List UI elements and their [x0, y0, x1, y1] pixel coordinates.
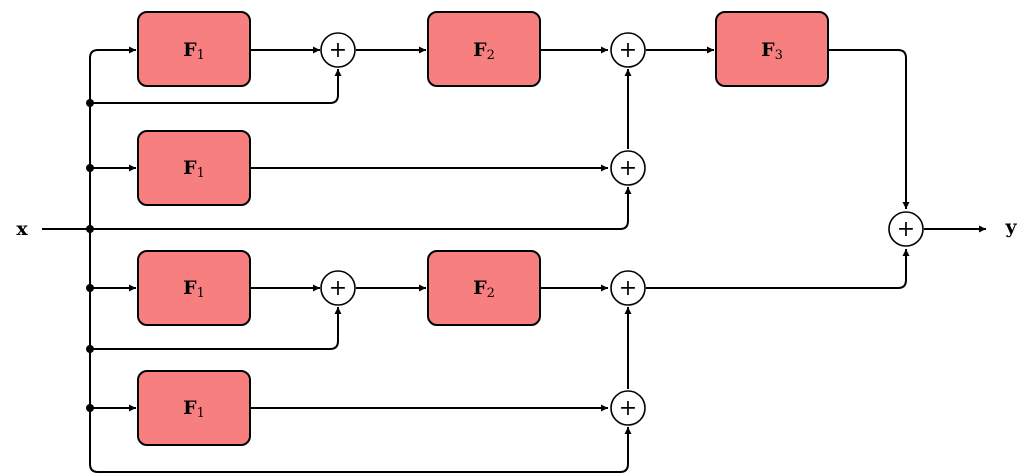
svg-text:+: +: [619, 38, 637, 63]
block-f1-row3: F1: [137, 250, 251, 326]
input-bus: [89, 58, 632, 473]
output-label: y: [1004, 216, 1017, 238]
sum-node: +: [610, 32, 646, 68]
wire-skip-sum4: [90, 307, 342, 350]
svg-text:F1: F1: [183, 39, 205, 63]
svg-text:F1: F1: [183, 277, 205, 301]
sum-node: +: [320, 32, 356, 68]
svg-text:F1: F1: [183, 157, 205, 181]
svg-text:+: +: [897, 217, 915, 242]
block-f1-row1: F1: [137, 11, 251, 87]
block-f1-row2: F1: [137, 130, 251, 206]
sum-node: +: [610, 150, 646, 186]
wire-skip-sum3: [90, 187, 632, 230]
sum-node: +: [320, 270, 356, 306]
junction-dot: [86, 225, 94, 233]
block-f1-row4: F1: [137, 370, 251, 446]
svg-text:+: +: [619, 156, 637, 181]
svg-text:+: +: [329, 38, 347, 63]
wire-sum5-out-sum: [646, 249, 910, 289]
junction-dot: [86, 345, 94, 353]
svg-text:F3: F3: [761, 39, 783, 63]
wire-skip-sum1: [90, 69, 342, 104]
svg-text:F1: F1: [183, 397, 205, 421]
svg-text:F2: F2: [473, 277, 495, 301]
svg-text:+: +: [619, 396, 637, 421]
svg-text:+: +: [329, 276, 347, 301]
sum-node-output: +: [888, 211, 924, 247]
sum-node: +: [610, 390, 646, 426]
junction-dot: [86, 404, 94, 412]
block-f2-row3: F2: [427, 250, 541, 326]
junction-dot: [86, 284, 94, 292]
bus-top-turn: [89, 46, 136, 59]
junction-dot: [86, 164, 94, 172]
block-f2-row1: F2: [427, 11, 541, 87]
svg-text:F2: F2: [473, 39, 495, 63]
svg-text:+: +: [619, 276, 637, 301]
wire-f3-out-sum: [828, 49, 910, 209]
input-label: x: [16, 218, 28, 240]
junction-dot: [86, 99, 94, 107]
sum-node: +: [610, 270, 646, 306]
block-f3-row1: F3: [715, 11, 829, 87]
